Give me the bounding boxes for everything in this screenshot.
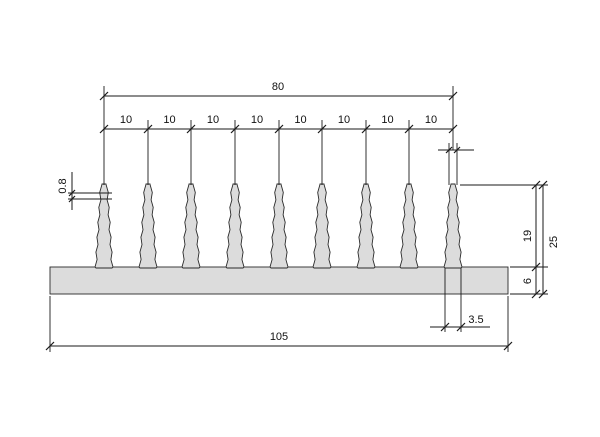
tick-tip-top [68, 189, 76, 197]
tick-80-left [99, 91, 109, 101]
heatsink-fin [356, 183, 376, 269]
tick-80-right [448, 91, 458, 101]
pitch-ticks [99, 124, 458, 134]
tick-lastfin-b [453, 146, 461, 154]
tick-19-top [531, 180, 541, 190]
label-fin-tip-width: 0.8 [57, 178, 69, 193]
label-base-thickness: 6 [522, 278, 534, 284]
pitch-label: 10 [251, 114, 263, 126]
label-total-width: 105 [270, 331, 288, 343]
tick-105-left [45, 341, 55, 351]
pitch-tick [404, 124, 414, 134]
tick-25-bottom [538, 289, 548, 299]
pitch-label: 10 [207, 114, 219, 126]
pitch-tick [186, 124, 196, 134]
pitch-label: 10 [338, 114, 350, 126]
pitch-label: 10 [381, 114, 393, 126]
dimension-fin-pitch: 10 10 10 10 10 10 10 10 [99, 114, 458, 134]
pitch-label: 10 [294, 114, 306, 126]
pitch-label: 10 [120, 114, 132, 126]
pitch-tick [99, 124, 109, 134]
pitch-tick [230, 124, 240, 134]
tick-lastfin-a [445, 146, 453, 154]
label-fin-height: 19 [522, 230, 534, 242]
tick-35-left [440, 322, 450, 332]
heatsink-fin [399, 183, 419, 269]
tick-35-right [456, 322, 466, 332]
last-fin-tip-callout [438, 143, 474, 185]
dimension-fin-tip-width: 0.8 [57, 172, 112, 210]
pitch-labels: 10 10 10 10 10 10 10 10 [120, 114, 437, 126]
heatsink-fin [94, 183, 114, 269]
pitch-tick [448, 124, 458, 134]
tick-105-right [503, 341, 513, 351]
heatsink-profile [49, 183, 509, 295]
tick-25-top [538, 180, 548, 190]
pitch-label: 10 [425, 114, 437, 126]
heatsink-fin [138, 183, 158, 269]
tick-19-bottom [531, 262, 541, 272]
dimension-total-width: 105 [45, 296, 513, 352]
label-fin-base-width: 3.5 [468, 314, 483, 326]
tick-6-bottom [531, 289, 541, 299]
pitch-label: 10 [163, 114, 175, 126]
label-total-height: 25 [548, 236, 560, 248]
heatsink-base [49, 266, 509, 295]
heatsink-fin [443, 183, 463, 269]
heatsink-fins [94, 183, 463, 269]
heatsink-fin [269, 183, 289, 269]
pitch-tick [274, 124, 284, 134]
fin-extension-lines [147, 120, 410, 185]
tick-tip-bottom [68, 195, 76, 203]
heatsink-fin [181, 183, 201, 269]
pitch-tick [143, 124, 153, 134]
dimension-overall-fin-span: 80 [99, 81, 458, 185]
label-overall-fin-span: 80 [272, 81, 284, 93]
pitch-tick [361, 124, 371, 134]
pitch-tick [317, 124, 327, 134]
heatsink-fin [312, 183, 332, 269]
heatsink-fin [225, 183, 245, 269]
dimension-heights: 19 25 6 [460, 180, 560, 299]
dimension-fin-base-width: 3.5 [430, 268, 490, 332]
